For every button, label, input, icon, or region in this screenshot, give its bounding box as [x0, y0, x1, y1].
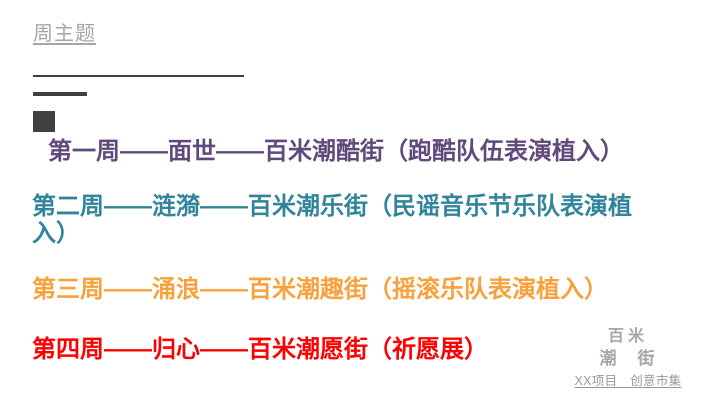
- footer-logo: 百米 潮 街 XX项目 创意市集: [570, 326, 686, 390]
- week-item-3: 第三周——涌浪——百米潮趣街（摇滚乐队表演植入）: [32, 276, 608, 303]
- week-item-2: 第二周——涟漪——百米潮乐街（民谣音乐节乐队表演植 入）: [32, 193, 632, 247]
- divider-long: [33, 75, 244, 77]
- week-item-3-text: 第三周——涌浪——百米潮趣街（摇滚乐队表演植入）: [32, 276, 608, 303]
- footer-tagline: XX项目 创意市集: [574, 374, 682, 388]
- week-item-1-text: 第一周——面世——百米潮酷街（跑酷队伍表演植入）: [48, 138, 624, 165]
- week-item-4-text: 第四周——归心——百米潮愿街（祈愿展）: [32, 336, 488, 363]
- page-title: 周主题: [33, 23, 96, 45]
- week-item-1: 第一周——面世——百米潮酷街（跑酷队伍表演植入）: [48, 138, 624, 165]
- week-item-2-text-row2: 入）: [32, 220, 80, 247]
- divider-short: [33, 92, 87, 96]
- week-item-4: 第四周——归心——百米潮愿街（祈愿展）: [32, 336, 488, 363]
- footer-logo-line-1: 百米: [607, 328, 648, 345]
- week-item-2-text-row1: 第二周——涟漪——百米潮乐街（民谣音乐节乐队表演植: [32, 193, 632, 220]
- bullet-square: [33, 111, 55, 132]
- footer-logo-line-2: 潮 街: [599, 349, 657, 368]
